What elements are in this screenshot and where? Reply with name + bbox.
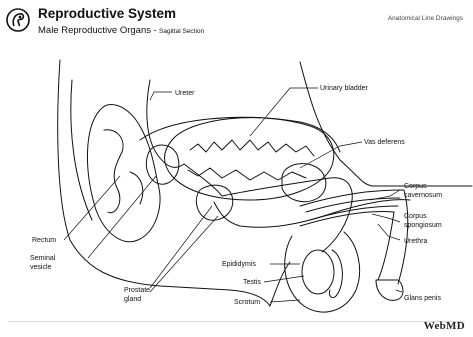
leader-lines [64, 88, 402, 302]
seminal-vesicle-shape [146, 145, 179, 184]
testis-shape [302, 250, 334, 294]
urethra-channel [214, 200, 410, 228]
label-epididymis: Epididymis [222, 261, 256, 268]
corpus-spongiosum-line [310, 206, 398, 220]
label-corpus-spongiosum-line2: spongiosum [404, 222, 442, 229]
abdominal-wall [300, 62, 472, 186]
webmd-logo: WebMD [424, 320, 465, 332]
epididymis-shape [329, 250, 342, 298]
bladder-wall-wrinkles [190, 140, 314, 156]
anatomy-diagram: Ureter Urinary bladder Vas deferens Corp… [0, 40, 473, 320]
label-rectum: Rectum [32, 237, 56, 244]
label-glans-penis: Glans penis [404, 295, 441, 302]
glans-shape [376, 280, 403, 300]
header: Reproductive System Male Reproductive Or… [0, 0, 473, 40]
footer-divider [8, 321, 465, 322]
label-urinary-bladder: Urinary bladder [320, 85, 369, 92]
subtitle-separator: - [151, 25, 159, 35]
label-corpus-cavernosum-line1: Corpus [404, 183, 427, 190]
page-subtitle: Male Reproductive Organs - Sagittal Sect… [38, 25, 204, 36]
label-seminal-vesicle-line2: vesicle [30, 264, 52, 271]
page-title: Reproductive System [38, 6, 176, 21]
pubic-bone [282, 164, 326, 202]
bladder-wall-wrinkles-2 [188, 168, 306, 180]
label-urethra: Urethra [404, 238, 427, 245]
label-corpus-cavernosum-line2: cavernosum [404, 192, 442, 199]
rectum-outline [87, 105, 160, 242]
label-ureter: Ureter [175, 90, 195, 97]
label-corpus-spongiosum-line1: Corpus [404, 213, 427, 220]
sacrum-curve [71, 80, 92, 220]
subtitle-detail: Sagittal Section [159, 28, 204, 35]
vas-deferens-duct [184, 164, 352, 252]
label-scrotum: Scrotum [234, 299, 260, 306]
label-prostate-gland-line2: gland [124, 296, 141, 303]
rectum-folds [104, 130, 143, 213]
label-vas-deferens: Vas deferens [364, 139, 405, 146]
urinary-bladder-outline [165, 118, 334, 200]
reproductive-system-emblem-icon [6, 8, 30, 32]
label-prostate-gland-line1: Prostate [124, 287, 150, 294]
series-caption: Anatomical Line Drawings [388, 15, 463, 22]
label-seminal-vesicle-line1: Seminal [30, 255, 56, 262]
label-testis: Testis [243, 279, 261, 286]
penis-curve [378, 190, 408, 284]
thigh-outline [270, 262, 290, 306]
subtitle-main: Male Reproductive Organs [38, 25, 151, 36]
